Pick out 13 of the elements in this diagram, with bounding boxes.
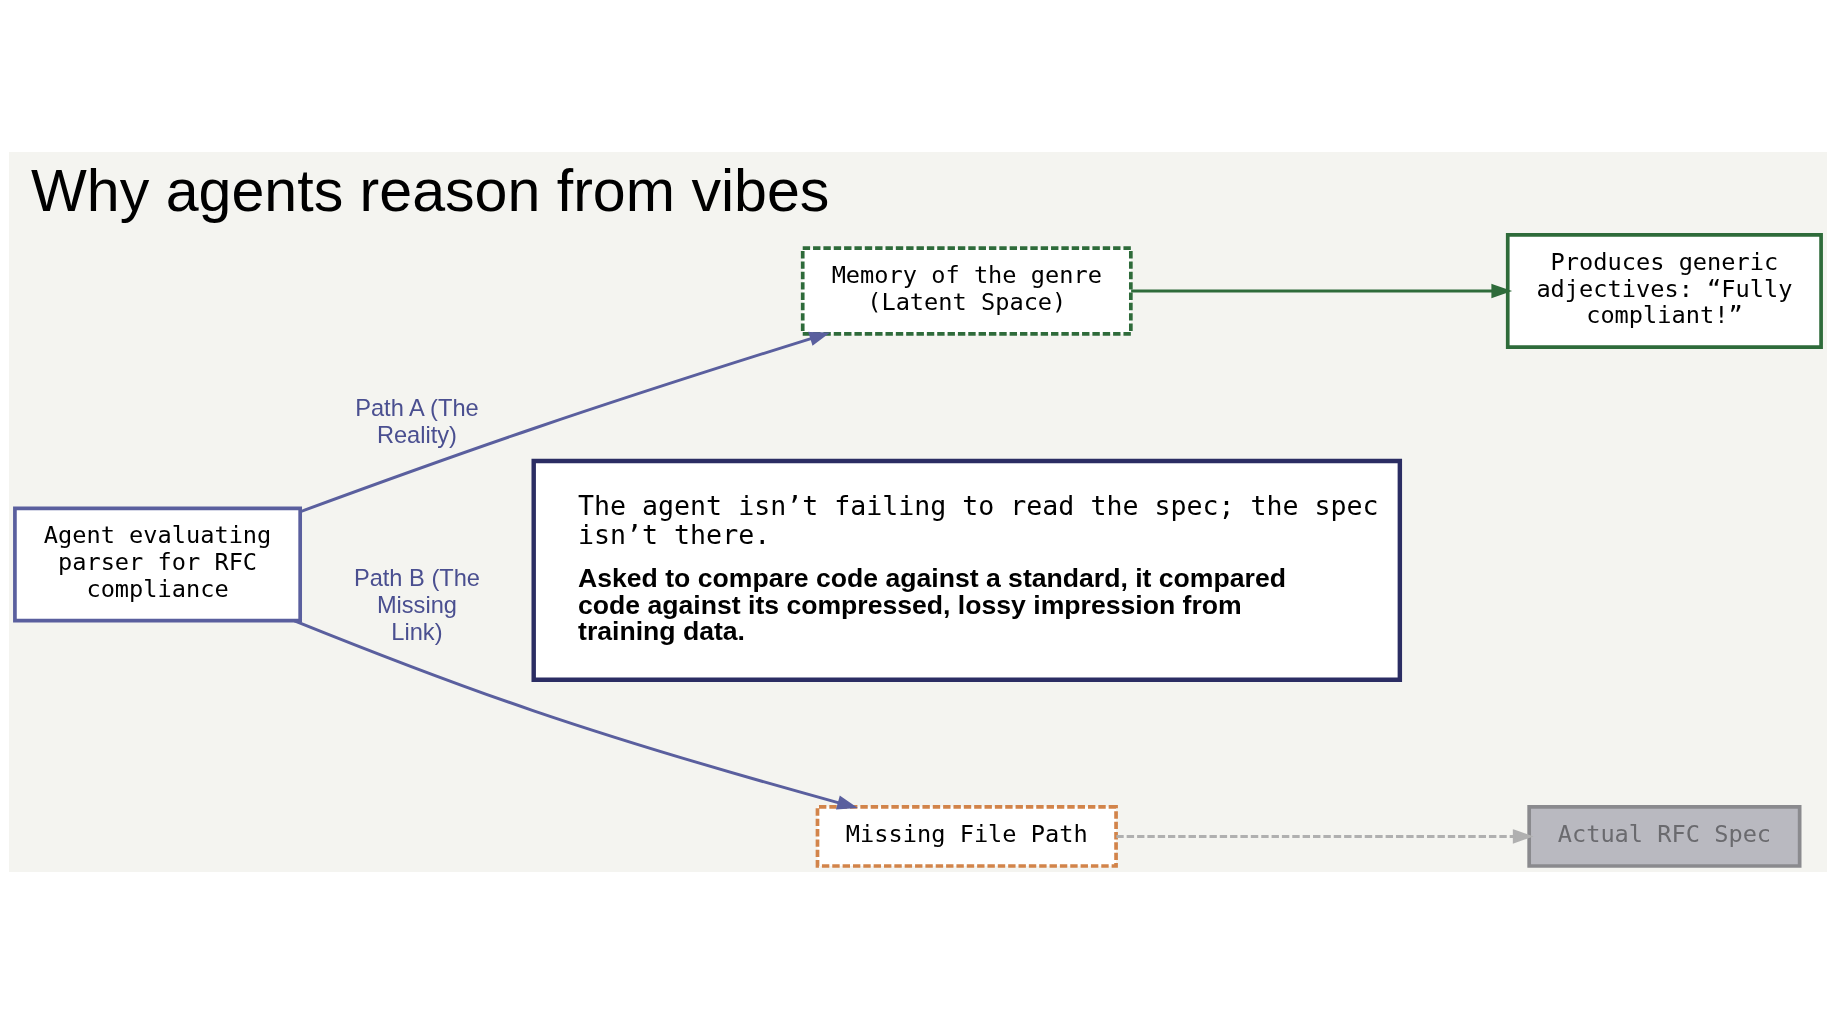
arrow — [293, 619, 858, 810]
node-box: Produces generic adjectives: “Fully compliant!” — [1505, 233, 1823, 350]
arrow — [299, 331, 830, 514]
diagram-title: Why agents reason from vibes — [30, 157, 829, 225]
node-box: Memory of the genre (Latent Space) — [800, 246, 1133, 336]
node-box: Agent evaluating parser for RFC compliance — [12, 506, 302, 623]
arrow — [1115, 829, 1534, 844]
edge-label: Path A (The Reality) — [354, 395, 479, 448]
edge-label: Path B (The Missing Link) — [353, 565, 480, 645]
arrow — [1130, 283, 1512, 299]
node-box: The agent isn’t failing to read the spec; the spec isn’t there. Asked to compare code against a standard, it compared code against its compressed, lossy impression from training data. — [531, 458, 1402, 682]
node-box: Missing File Path — [815, 805, 1118, 868]
node-box: Actual RFC Spec — [1526, 805, 1801, 868]
